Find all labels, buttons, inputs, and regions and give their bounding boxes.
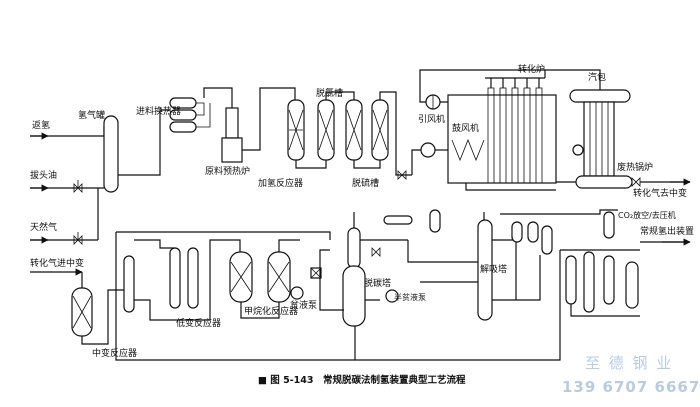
reformer-furnace xyxy=(447,77,557,191)
label-waste-heat-boiler: 废热锅炉 xyxy=(617,161,653,173)
label-desulfurization-tank: 脱硫槽 xyxy=(352,177,379,189)
methanation-lines xyxy=(115,231,355,361)
furnace-to-reactor-line xyxy=(242,87,296,151)
label-medium-shift-reactor: 中变反应器 xyxy=(92,347,137,359)
label-decarb-tower: 脱碳塔 xyxy=(364,277,391,289)
figure-caption: ■ 图 5-143 常规脱碳法制氢装置典型工艺流程 xyxy=(258,374,466,386)
regen-reboilers xyxy=(511,221,553,255)
decarb-lines xyxy=(319,212,470,361)
label-hydrogen-tank: 氢气罐 xyxy=(78,109,105,121)
lean-pump xyxy=(290,267,322,300)
co2-line xyxy=(500,209,618,215)
reformer-top-header xyxy=(419,69,601,90)
label-hydrogen-out: 常规氢出装置 xyxy=(640,225,694,237)
hydrogen-tank-vessel xyxy=(103,115,119,193)
natural-gas-valve xyxy=(73,232,83,245)
desulfurization-outlet-valve xyxy=(397,170,407,180)
product-coolers xyxy=(565,251,639,313)
reactor-train-lines xyxy=(295,91,412,176)
desulfurization-tank-a xyxy=(345,99,363,161)
label-steam-drum: 汽包 xyxy=(588,71,606,83)
methanation-reactor-a xyxy=(229,251,253,303)
label-preheat-furnace: 原料预热炉 xyxy=(205,165,250,177)
label-light-oil: 拔头油 xyxy=(30,169,57,181)
feed-exchanger xyxy=(169,97,211,133)
low-shift-lines xyxy=(134,239,241,321)
exchanger-to-furnace-line xyxy=(203,87,233,108)
low-shift-reactor xyxy=(169,247,199,309)
light-oil-valve xyxy=(73,180,83,193)
label-low-shift-reactor: 低变反应器 xyxy=(176,317,221,329)
label-converted-gas-out: 转化气去中变 xyxy=(633,187,687,199)
product-lines xyxy=(560,241,688,317)
preheat-furnace xyxy=(221,107,243,163)
waste-heat-boiler xyxy=(575,101,633,189)
co2-separator xyxy=(603,211,615,239)
blower xyxy=(420,142,448,158)
hydrogenation-reactor xyxy=(287,99,305,161)
semi-lean-pump xyxy=(385,289,399,303)
label-hydrogenation-reactor: 加氢反应器 xyxy=(258,177,303,189)
label-regen-tower: 解吸塔 xyxy=(480,263,507,275)
shift-exchanger xyxy=(123,255,135,313)
medium-shift-reactor xyxy=(71,287,93,337)
label-converted-gas-in: 转化气进中变 xyxy=(30,257,84,269)
converted-gas-in-line xyxy=(30,268,83,288)
label-methanation-reactor: 甲烷化反应器 xyxy=(244,305,298,317)
natural-gas-line xyxy=(30,188,99,244)
label-feed-exchanger: 进料换热器 xyxy=(136,105,181,117)
label-dechlorination-tank: 脱氯槽 xyxy=(316,87,343,99)
feed-header-line xyxy=(118,109,170,176)
desulfurization-tank-b xyxy=(371,99,389,161)
decarb-top-exchanger xyxy=(383,209,441,233)
watermark-company: 至 德 钢 业 xyxy=(585,354,673,372)
dechlorination-tank xyxy=(317,99,335,161)
label-induced-fan: 引风机 xyxy=(418,113,445,125)
label-co2-vent: CO₂放空/去压机 xyxy=(618,210,676,220)
steam-drum xyxy=(569,89,631,103)
label-blower: 鼓风机 xyxy=(452,122,479,134)
label-natural-gas: 天然气 xyxy=(30,221,57,233)
regeneration-tower xyxy=(477,219,493,321)
watermark-phone: 139 6707 6667 xyxy=(562,378,700,396)
label-return-hydrogen: 返氢 xyxy=(32,119,50,131)
boiler-outlet-valve xyxy=(631,177,641,187)
label-reformer: 转化炉 xyxy=(518,63,545,75)
methanation-reactor-b xyxy=(267,251,291,303)
decarb-valve xyxy=(371,247,381,257)
decarbonization-tower xyxy=(342,227,366,327)
label-semi-lean-pump: 半贫液泵 xyxy=(394,292,426,302)
label-lean-pump: 贫液泵 xyxy=(290,299,317,311)
boiler-pump xyxy=(572,144,584,156)
